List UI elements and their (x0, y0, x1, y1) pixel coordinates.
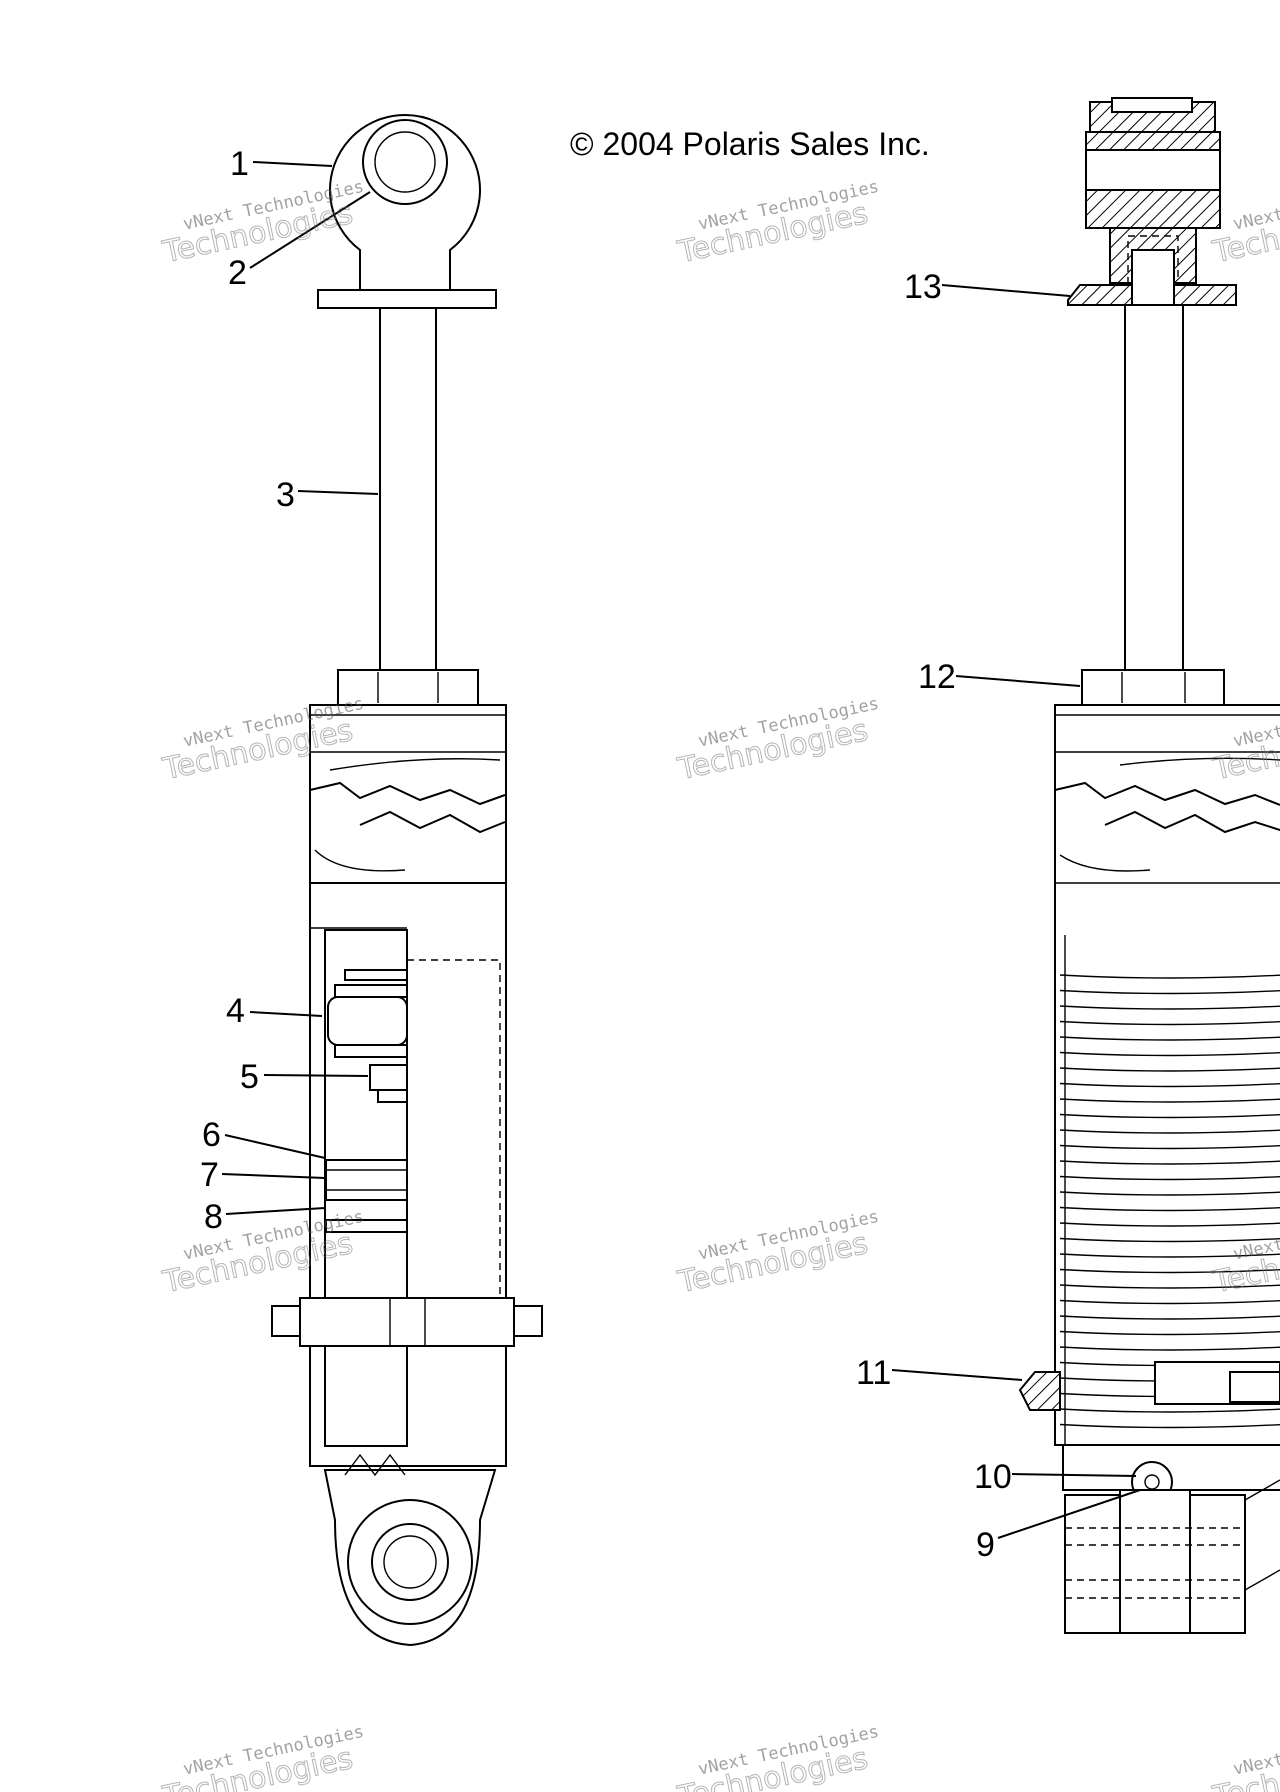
svg-text:2: 2 (228, 254, 247, 292)
callout-13: 13 (904, 268, 1071, 306)
svg-text:6: 6 (202, 1116, 221, 1154)
right-shock-drawing (1018, 97, 1280, 1634)
callout-9: 9 (976, 1489, 1141, 1564)
svg-text:13: 13 (904, 268, 942, 306)
callout-12: 12 (918, 658, 1081, 696)
callout-5: 5 (240, 1058, 369, 1096)
svg-text:11: 11 (856, 1354, 891, 1392)
callout-4: 4 (226, 992, 323, 1030)
svg-text:5: 5 (240, 1058, 259, 1096)
svg-text:4: 4 (226, 992, 245, 1030)
svg-text:12: 12 (918, 658, 956, 696)
callout-6: 6 (202, 1116, 326, 1159)
callout-11: 11 (856, 1354, 1023, 1392)
callout-8: 8 (204, 1198, 326, 1236)
callout-1: 1 (230, 145, 333, 183)
callout-2: 2 (228, 191, 371, 292)
left-shock-drawing (271, 114, 543, 1647)
callout-3: 3 (276, 476, 379, 514)
svg-text:8: 8 (204, 1198, 223, 1236)
svg-text:10: 10 (974, 1458, 1012, 1496)
copyright-text: © 2004 Polaris Sales Inc. (570, 126, 930, 162)
svg-text:3: 3 (276, 476, 295, 514)
callout-7: 7 (200, 1156, 326, 1194)
svg-text:9: 9 (976, 1526, 995, 1564)
svg-text:1: 1 (230, 145, 249, 183)
callout-10: 10 (974, 1458, 1137, 1496)
svg-text:7: 7 (200, 1156, 219, 1194)
